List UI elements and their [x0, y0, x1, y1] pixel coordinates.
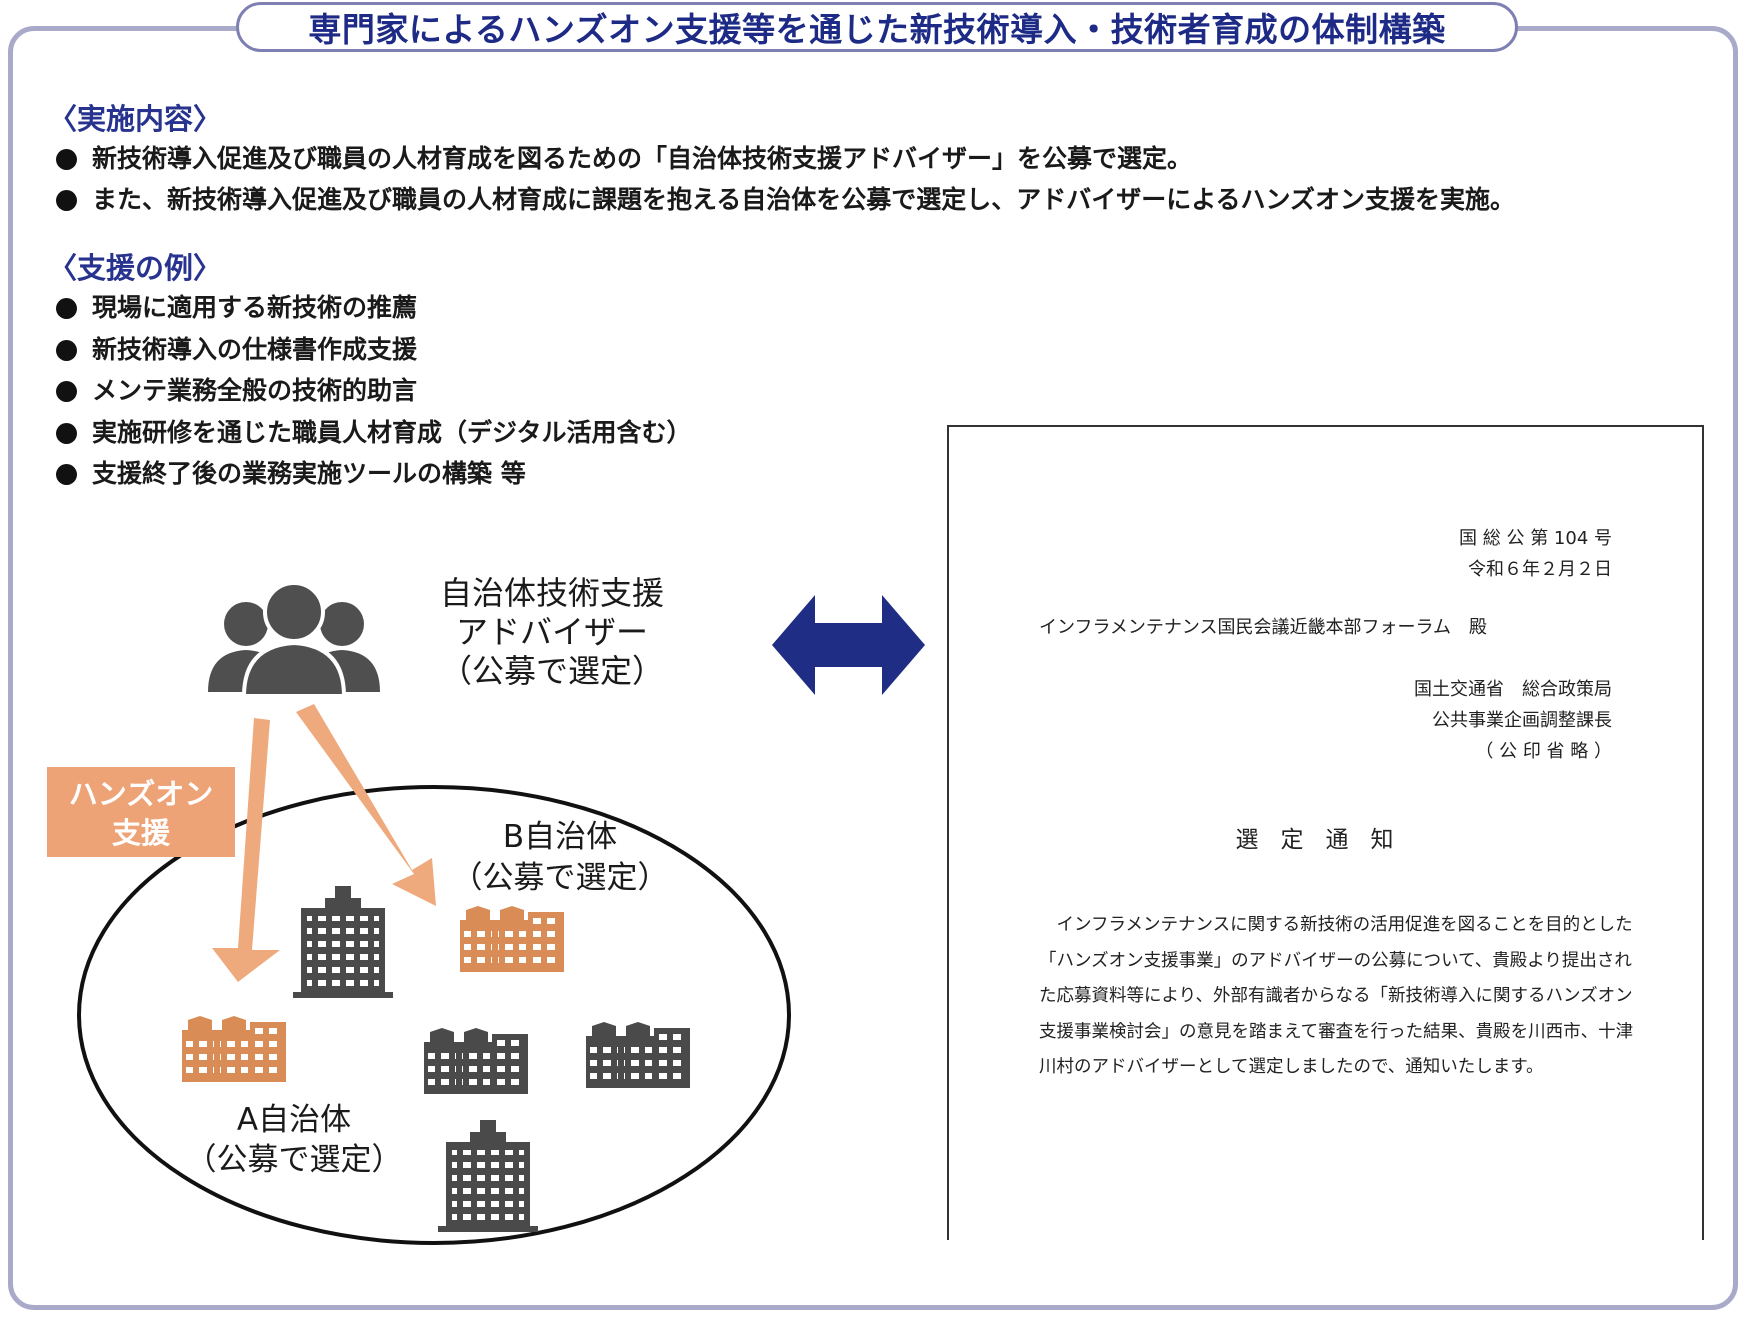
notice-body: インフラメンテナンスに関する新技術の活用促進を図ることを目的とした「ハンズオン支…	[1039, 915, 1634, 1077]
municipality-ellipse	[77, 785, 791, 1245]
building-icon	[424, 1028, 528, 1094]
implementation-list: 新技術導入促進及び職員の人材育成を図るための「自治体技術支援アドバイザー」を公募…	[56, 144, 1515, 226]
double-arrow-icon	[772, 595, 925, 695]
notice-seal-note: （ 公 印 省 略 ）	[1475, 741, 1612, 762]
implementation-heading: 〈実施内容〉	[48, 102, 223, 136]
title-banner: 専門家によるハンズオン支援等を通じた新技術導入・技術者育成の体制構築	[236, 2, 1518, 52]
notice-addressee: インフラメンテナンス国民会議近畿本部フォーラム 殿	[1039, 617, 1488, 638]
notice-sender-title: 公共事業企画調整課長	[1432, 710, 1612, 731]
notice-number: 国 総 公 第 104 号	[1459, 528, 1612, 549]
people-group-icon	[208, 581, 380, 698]
page-title: 専門家によるハンズオン支援等を通じた新技術導入・技術者育成の体制構築	[308, 10, 1446, 49]
example-item: 実施研修を通じた職員人材育成（デジタル活用含む）	[56, 418, 692, 448]
municipality-b-label: B自治体	[503, 819, 617, 855]
handson-label-line: ハンズオン	[69, 777, 213, 811]
building-icon	[293, 886, 393, 998]
building-icon	[460, 906, 564, 972]
example-item: 現場に適用する新技術の推薦	[56, 293, 692, 323]
building-icon	[438, 1120, 538, 1232]
selection-notice-document: 国 総 公 第 104 号 令和６年２月２日 インフラメンテナンス国民会議近畿本…	[947, 425, 1704, 1240]
implementation-item: 新技術導入促進及び職員の人材育成を図るための「自治体技術支援アドバイザー」を公募…	[56, 144, 1515, 174]
notice-date: 令和６年２月２日	[1468, 559, 1612, 580]
building-icon	[182, 1016, 286, 1082]
support-arrow	[296, 704, 436, 906]
handson-label-line: 支援	[112, 816, 171, 850]
notice-sender-org: 国土交通省 総合政策局	[1414, 679, 1612, 700]
handson-badge	[47, 767, 235, 857]
advisor-label-line: （公募で選定）	[440, 652, 664, 690]
example-item: メンテ業務全般の技術的助言	[56, 376, 692, 406]
notice-heading: 選定通知	[1235, 827, 1416, 853]
example-item: 新技術導入の仕様書作成支援	[56, 335, 692, 365]
example-item: 支援終了後の業務実施ツールの構築 等	[56, 459, 692, 489]
advisor-label-line: 自治体技術支援	[440, 574, 664, 612]
municipality-b-label: （公募で選定）	[452, 860, 669, 896]
examples-list: 現場に適用する新技術の推薦 新技術導入の仕様書作成支援 メンテ業務全般の技術的助…	[56, 293, 692, 501]
advisor-label-line: アドバイザー	[456, 613, 648, 651]
building-icon	[586, 1022, 690, 1088]
support-arrow	[212, 718, 280, 982]
implementation-item: また、新技術導入促進及び職員の人材育成に課題を抱える自治体を公募で選定し、アドバ…	[56, 185, 1515, 215]
examples-heading: 〈支援の例〉	[48, 251, 223, 285]
municipality-a-label: A自治体	[237, 1102, 351, 1138]
municipality-a-label: （公募で選定）	[186, 1142, 403, 1178]
